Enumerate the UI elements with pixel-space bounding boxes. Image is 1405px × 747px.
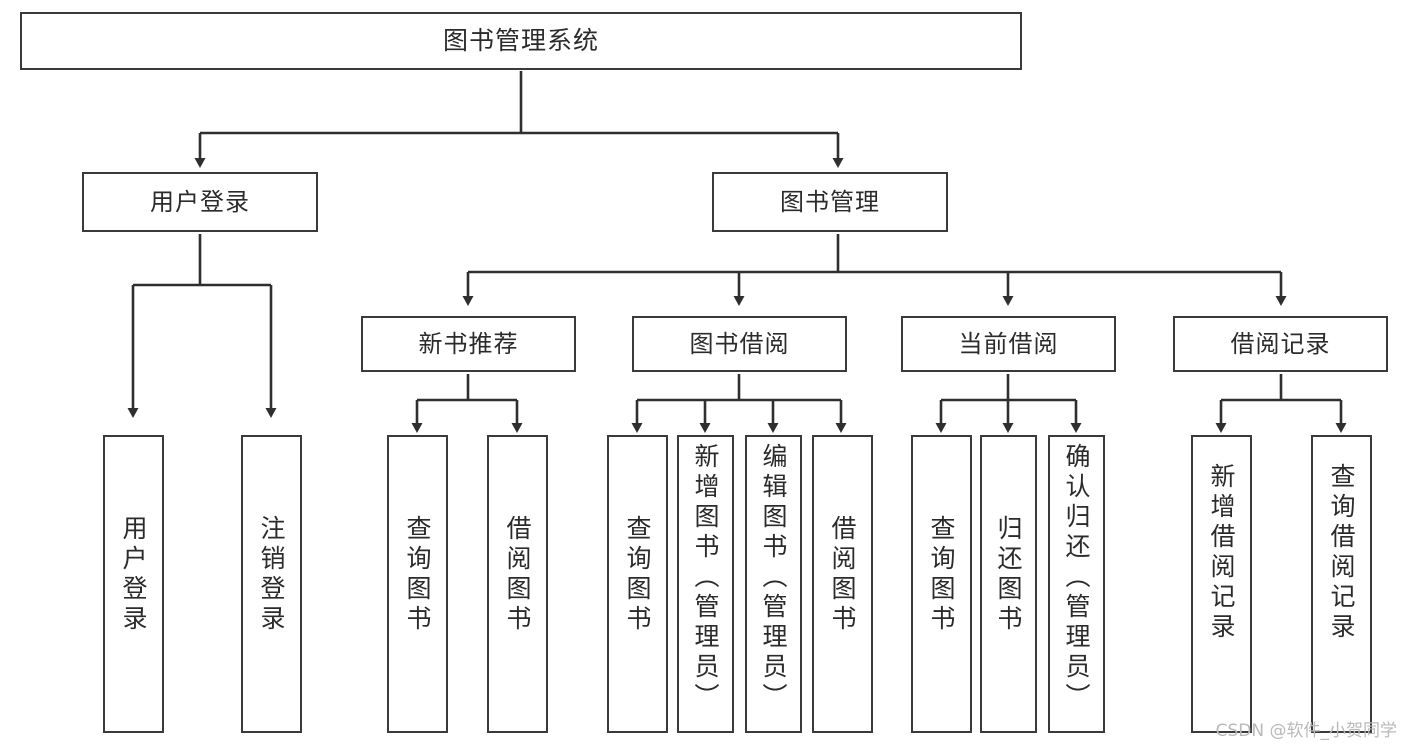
- node-label: 查询图书: [403, 515, 432, 635]
- node-label: 新增借阅记录: [1207, 463, 1236, 643]
- node-label: 借阅图书: [828, 515, 857, 635]
- node-label: 借阅记录: [1230, 329, 1331, 358]
- leaf-return-book[interactable]: 归还图书: [980, 435, 1037, 733]
- node-label: 图书管理系统: [442, 26, 599, 55]
- leaf-query-borrow-record[interactable]: 查询借阅记录: [1311, 435, 1372, 733]
- leaf-edit-book-admin[interactable]: 编辑图书（管理员）: [745, 435, 802, 733]
- node-label: 查询借阅记录: [1327, 463, 1356, 643]
- leaf-query-book-borrow[interactable]: 查询图书: [607, 435, 668, 733]
- node-label: 查询图书: [623, 515, 652, 635]
- node-new-book-recommend[interactable]: 新书推荐: [361, 316, 576, 372]
- node-label: 用户登录: [150, 187, 250, 216]
- node-label: 用户登录: [119, 515, 148, 635]
- node-label: 借阅图书: [503, 515, 532, 635]
- leaf-borrow-book-recommend[interactable]: 借阅图书: [487, 435, 548, 733]
- leaf-add-borrow-record[interactable]: 新增借阅记录: [1191, 435, 1252, 733]
- node-label: 新增图书（管理员）: [691, 443, 720, 713]
- node-label: 图书借阅: [689, 329, 790, 358]
- node-label: 编辑图书（管理员）: [759, 443, 788, 713]
- node-borrow-record[interactable]: 借阅记录: [1173, 316, 1388, 372]
- node-label: 注销登录: [257, 515, 286, 635]
- node-label: 新书推荐: [418, 329, 519, 358]
- csdn-watermark: CSDN @软件_小贺同学: [1215, 721, 1397, 741]
- leaf-add-book-admin[interactable]: 新增图书（管理员）: [677, 435, 734, 733]
- leaf-logout-login[interactable]: 注销登录: [241, 435, 302, 733]
- leaf-query-book-recommend[interactable]: 查询图书: [387, 435, 448, 733]
- node-label: 归还图书: [994, 515, 1023, 635]
- node-user-login[interactable]: 用户登录: [82, 172, 318, 232]
- node-label: 确认归还（管理员）: [1062, 443, 1091, 713]
- leaf-user-login[interactable]: 用户登录: [103, 435, 164, 733]
- node-root-book-management-system[interactable]: 图书管理系统: [20, 12, 1022, 70]
- node-label: 查询图书: [927, 515, 956, 635]
- node-book-management[interactable]: 图书管理: [712, 172, 948, 232]
- leaf-confirm-return-admin[interactable]: 确认归还（管理员）: [1048, 435, 1105, 733]
- node-label: 图书管理: [780, 187, 880, 216]
- node-current-borrow[interactable]: 当前借阅: [901, 316, 1116, 372]
- node-book-borrow[interactable]: 图书借阅: [632, 316, 847, 372]
- leaf-query-book-current[interactable]: 查询图书: [911, 435, 972, 733]
- node-label: 当前借阅: [958, 329, 1059, 358]
- leaf-borrow-book-borrow[interactable]: 借阅图书: [812, 435, 873, 733]
